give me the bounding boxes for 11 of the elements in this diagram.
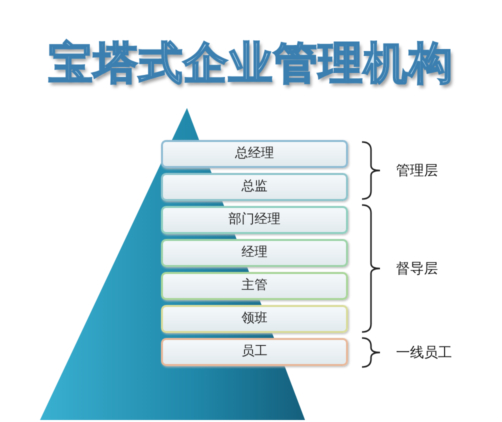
tier-label: 管理层 (396, 162, 438, 180)
level-box: 主管 (161, 272, 348, 300)
level-box: 经理 (161, 239, 348, 267)
level-box: 总经理 (161, 140, 348, 168)
level-box: 部门经理 (161, 206, 348, 234)
level-box: 员工 (161, 338, 348, 366)
tier-label: 一线员工 (396, 344, 452, 362)
level-box: 总监 (161, 173, 348, 201)
tier-label: 督导层 (396, 260, 438, 278)
title: 宝塔式企业管理机构 (48, 37, 454, 91)
level-box: 领班 (161, 305, 348, 333)
